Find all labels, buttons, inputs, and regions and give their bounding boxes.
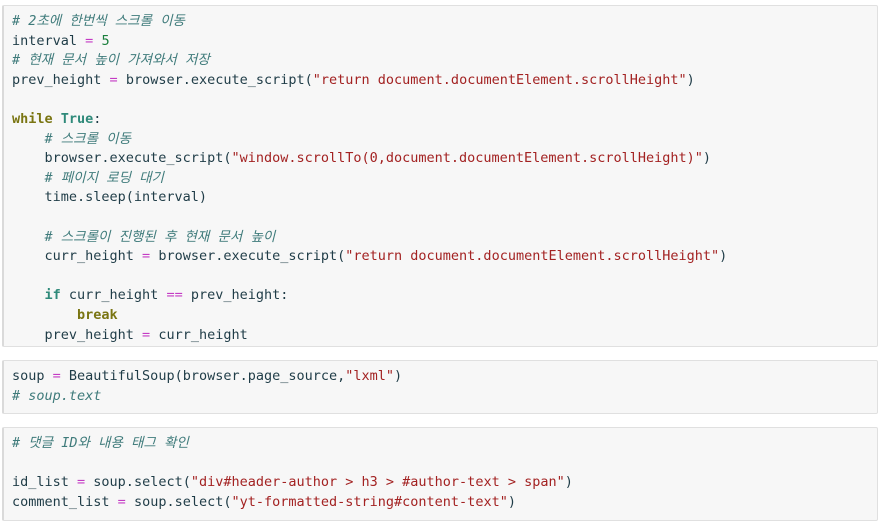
code-line: # soup.text (12, 387, 877, 407)
code-line: comment_list = soup.select("yt-formatted… (12, 493, 877, 513)
code-token-pln: ) (702, 150, 711, 167)
code-token-cmt: # 페이지 로딩 대기 (12, 169, 164, 186)
code-block-select-tags[interactable]: # 댓글 ID와 내용 태그 확인 id_list = soup.select(… (2, 427, 878, 521)
code-token-cmt: # soup.text (12, 387, 102, 404)
code-line: # 현재 문서 높이 가져와서 저장 (12, 51, 877, 71)
code-token-pln: ) (686, 71, 695, 88)
code-token-cmt: # 현재 문서 높이 가져와서 저장 (12, 52, 210, 69)
code-token-pln: ) (719, 248, 728, 265)
code-token-op: = (85, 32, 94, 49)
code-line: time.sleep(interval) (12, 188, 877, 208)
code-token-pln: BeautifulSoup(browser.page_source, (60, 368, 346, 384)
code-token-str: "window.scrollTo(0,document.documentElem… (231, 150, 703, 167)
code-token-op: = (142, 326, 151, 343)
code-token-pln: prev_height (12, 326, 143, 343)
code-token-pln: ) (507, 493, 516, 510)
code-token-pln: prev_height: (182, 287, 289, 304)
code-token-pln: prev_height (12, 71, 110, 88)
code-token-kw2: if (44, 287, 61, 304)
code-line: if curr_height == prev_height: (12, 286, 877, 306)
code-token-pln (12, 287, 45, 303)
code-token-num: 5 (101, 32, 110, 49)
code-token-pln: browser.execute_script( (117, 71, 313, 88)
code-token-op: = (142, 248, 151, 265)
code-token-op: = (52, 368, 61, 384)
code-line (12, 90, 877, 110)
code-line: prev_height = curr_height (12, 326, 877, 346)
code-token-pln: soup (12, 368, 53, 384)
code-token-cmt: # 스크롤 이동 (12, 130, 132, 147)
code-line: curr_height = browser.execute_script("re… (12, 247, 877, 267)
code-token-pln: curr_height (150, 326, 248, 343)
code-token-pln: browser.execute_script( (150, 248, 346, 265)
code-token-pln: id_list (12, 474, 78, 491)
code-token-cmt: # 댓글 ID와 내용 태그 확인 (12, 435, 189, 451)
code-line: interval = 5 (12, 32, 877, 52)
code-token-pln: curr_height (12, 248, 143, 265)
code-line: # 2초에 한번씩 스크롤 이동 (12, 12, 877, 32)
code-token-str: "lxml" (345, 368, 395, 384)
code-token-pln: soup.select( (85, 474, 191, 491)
code-token-pln: ) (394, 368, 403, 384)
code-token-pln (53, 111, 61, 127)
code-line: # 댓글 ID와 내용 태그 확인 (12, 434, 877, 454)
code-token-cmt: # 2초에 한번씩 스크롤 이동 (12, 13, 185, 29)
code-line (12, 208, 877, 228)
code-line: # 페이지 로딩 대기 (12, 169, 877, 189)
code-token-str: "yt-formatted-string#content-text" (231, 493, 508, 510)
code-line: prev_height = browser.execute_script("re… (12, 71, 877, 91)
code-line: browser.execute_script("window.scrollTo(… (12, 149, 877, 169)
code-token-pln (12, 307, 77, 323)
code-token-kw: break (77, 306, 118, 323)
code-token-pln: : (93, 110, 102, 127)
code-line: # 스크롤 이동 (12, 130, 877, 150)
code-token-pln: comment_list (12, 493, 118, 510)
code-line (12, 267, 877, 287)
code-token-pln: browser.execute_script( (12, 150, 232, 167)
code-token-kw2: True (60, 110, 94, 127)
code-token-op: == (166, 287, 183, 304)
code-line: while True: (12, 110, 877, 130)
code-token-cmt: # 스크롤이 진행된 후 현재 문서 높이 (12, 228, 276, 245)
code-token-op: = (109, 71, 118, 88)
code-token-kw: while (12, 110, 53, 127)
code-line: # 스크롤이 진행된 후 현재 문서 높이 (12, 228, 877, 248)
code-token-pln: curr_height (60, 287, 167, 304)
code-token-op: = (117, 493, 126, 510)
code-token-str: "return document.documentElement.scrollH… (312, 71, 687, 88)
code-line: id_list = soup.select("div#header-author… (12, 473, 877, 493)
code-token-str: "return document.documentElement.scrollH… (345, 248, 720, 265)
code-line (12, 454, 877, 474)
code-token-pln: time.sleep(interval) (12, 189, 208, 206)
code-block-soup-parse[interactable]: soup = BeautifulSoup(browser.page_source… (2, 360, 878, 414)
code-token-op: = (77, 474, 86, 491)
code-line: break (12, 306, 877, 326)
code-token-pln: soup.select( (125, 493, 232, 510)
code-token-pln: ) (564, 474, 573, 491)
code-line: soup = BeautifulSoup(browser.page_source… (12, 367, 877, 387)
code-token-pln: interval (12, 32, 86, 49)
code-token-str: "div#header-author > h3 > #author-text >… (190, 474, 565, 491)
